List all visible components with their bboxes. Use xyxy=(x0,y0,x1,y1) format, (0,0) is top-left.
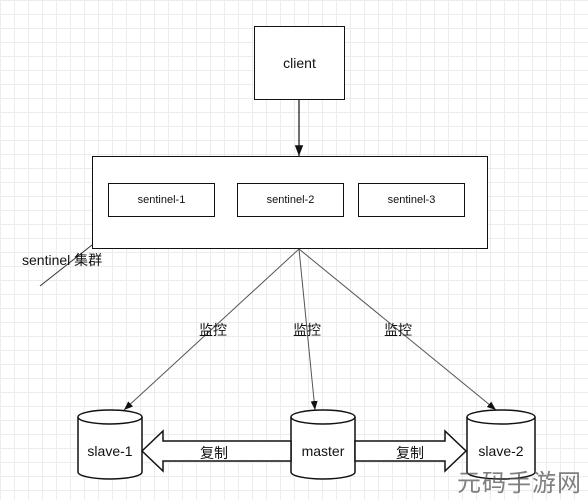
replication-arrow-left xyxy=(140,429,292,473)
monitor-label-slave1: 监控 xyxy=(199,322,227,338)
slave2-cylinder xyxy=(466,409,536,480)
master-cylinder xyxy=(290,409,356,480)
monitor-arrow-slave2 xyxy=(298,248,497,411)
monitor-label-master: 监控 xyxy=(293,322,321,338)
slave1-cylinder xyxy=(77,409,143,480)
sentinel-cluster-label: sentinel 集群 xyxy=(22,252,103,268)
monitor-arrow-slave1 xyxy=(123,248,300,411)
monitor-label-slave2: 监控 xyxy=(384,322,412,338)
sentinel-2-label: sentinel-2 xyxy=(266,194,315,206)
sentinel-2-box: sentinel-2 xyxy=(237,183,344,217)
sentinel-3-box: sentinel-3 xyxy=(358,183,465,217)
client-box: client xyxy=(254,26,345,100)
slave2-label: slave-2 xyxy=(478,443,524,459)
master-label: master xyxy=(301,443,345,459)
cluster-pointer-line xyxy=(39,244,93,287)
monitor-arrow-master xyxy=(298,248,318,411)
replication-arrow-right xyxy=(354,429,468,473)
replication-label-left: 复制 xyxy=(200,445,228,461)
watermark-logo: 元码手游网 xyxy=(457,469,582,497)
sentinel-1-box: sentinel-1 xyxy=(108,183,215,217)
slave1-label: slave-1 xyxy=(87,443,133,459)
sentinel-1-label: sentinel-1 xyxy=(137,194,186,206)
replication-label-right: 复制 xyxy=(396,445,424,461)
sentinel-3-label: sentinel-3 xyxy=(387,194,436,206)
client-label: client xyxy=(283,55,316,71)
